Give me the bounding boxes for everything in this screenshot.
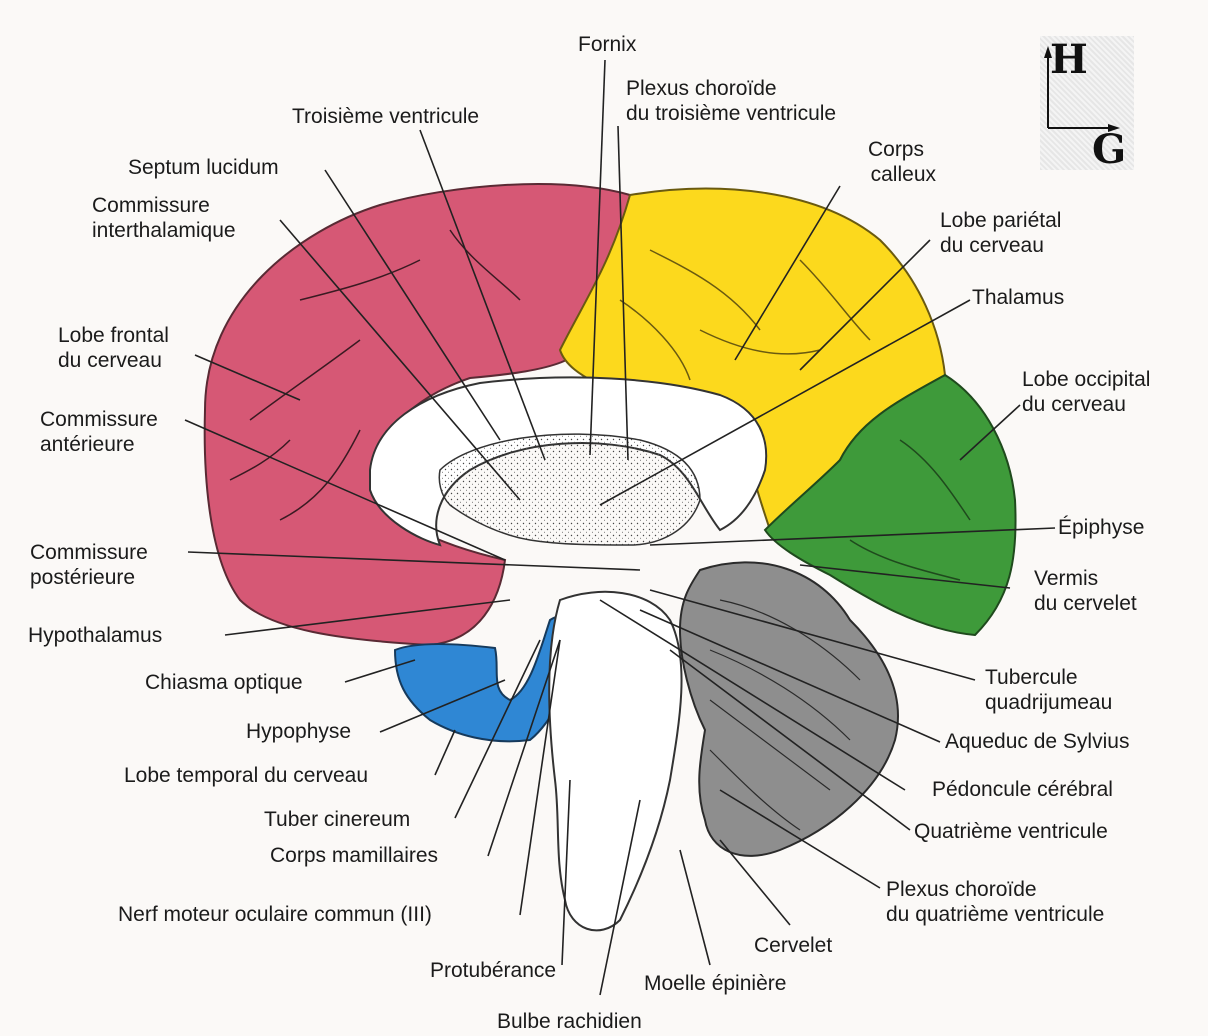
label-commissure-interthalamique-line1: Commissure [92,193,210,218]
label-commissure-anterieure-line1: Commissure [40,407,158,432]
label-corps-calleux-line1: Corps [820,137,924,162]
label-tubercule-quadrijumeau-line1: Tubercule [985,665,1078,690]
label-tuber-cinereum: Tuber cinereum [264,807,410,832]
label-epiphyse: Épiphyse [1058,515,1144,540]
label-fornix: Fornix [578,32,636,57]
label-commissure-anterieure-line2: antérieure [40,432,135,457]
label-lobe-parietal-line2: du cerveau [940,233,1044,258]
brainstem-region [549,592,681,931]
label-corps-calleux-line2: calleux [820,162,936,187]
label-vermis-line2: du cervelet [1034,591,1137,616]
label-bulbe-rachidien: Bulbe rachidien [497,1009,642,1034]
label-plexus-choroide-3-line1: Plexus choroïde [626,76,777,101]
orientation-marker: H G [1040,36,1134,170]
orientation-up-letter: H [1050,40,1088,80]
label-commissure-interthalamique-line2: interthalamique [92,218,236,243]
orientation-right-letter: G [1092,130,1126,170]
label-hypophyse: Hypophyse [246,719,351,744]
label-vermis-line1: Vermis [1034,566,1098,591]
label-plexus-choroide-4-line1: Plexus choroïde [886,877,1037,902]
label-septum-lucidum: Septum lucidum [128,155,279,180]
label-lobe-frontal-line2: du cerveau [58,348,162,373]
label-thalamus: Thalamus [972,285,1064,310]
label-pedoncule-cerebral: Pédoncule cérébral [932,777,1113,802]
label-nerf-moteur-oculaire: Nerf moteur oculaire commun (III) [118,902,432,927]
label-hypothalamus: Hypothalamus [28,623,162,648]
label-protuberance: Protubérance [430,958,556,983]
label-plexus-choroide-3-line2: du troisième ventricule [626,101,836,126]
label-moelle-epiniere: Moelle épinière [644,971,786,996]
label-lobe-frontal-line1: Lobe frontal [58,323,169,348]
label-tubercule-quadrijumeau-line2: quadrijumeau [985,690,1112,715]
label-lobe-parietal-line1: Lobe pariétal [940,208,1061,233]
label-quatrieme-ventricule: Quatrième ventricule [914,819,1108,844]
label-lobe-occipital-line1: Lobe occipital [1022,367,1150,392]
label-aqueduc-de-sylvius: Aqueduc de Sylvius [945,729,1129,754]
label-plexus-choroide-4-line2: du quatrième ventricule [886,902,1104,927]
label-commissure-posterieure-line2: postérieure [30,565,135,590]
label-commissure-posterieure-line1: Commissure [30,540,148,565]
label-cervelet: Cervelet [754,933,832,958]
label-corps-mamillaires: Corps mamillaires [270,843,438,868]
label-lobe-occipital-line2: du cerveau [1022,392,1126,417]
label-lobe-temporal: Lobe temporal du cerveau [124,763,368,788]
label-chiasma-optique: Chiasma optique [145,670,303,695]
label-troisieme-ventricule: Troisième ventricule [292,104,479,129]
